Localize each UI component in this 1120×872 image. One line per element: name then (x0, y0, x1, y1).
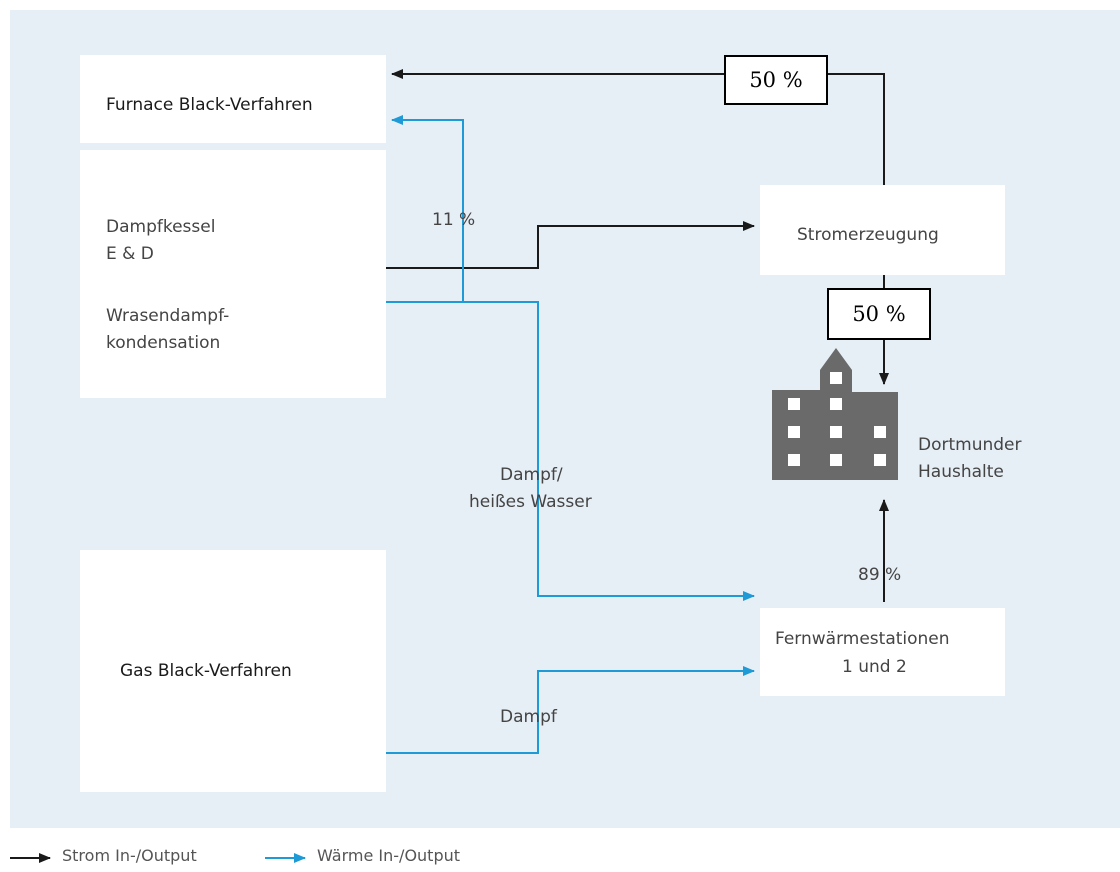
pct-11-label: 11 % (432, 210, 476, 230)
legend-strom-label: Strom In-/Output (62, 846, 197, 865)
fernwaerme-label-2: 1 und 2 (842, 657, 907, 677)
gas-dampf-to-fernwaerme-line (386, 666, 755, 754)
building-icon (772, 348, 898, 480)
haushalte-label-2: Haushalte (918, 462, 1004, 482)
gas-black-box (80, 550, 386, 792)
dampf-label: Dampf (500, 707, 557, 727)
wrasen-label-1: Wrasendampf- (106, 306, 230, 326)
pct-50-mid-box: 50 % (827, 288, 931, 340)
dampfkessel-label: Dampfkessel (106, 217, 216, 237)
legend-waerme-label: Wärme In-/Output (317, 846, 461, 865)
pct-50-top-box: 50 % (724, 55, 828, 105)
dampf-wasser-label-2: heißes Wasser (469, 492, 592, 512)
fernwaerme-box (760, 608, 1005, 696)
dampfkessel-ed-label: E & D (106, 244, 154, 264)
stromerzeugung-box (760, 185, 1005, 275)
fernwaerme-label-1: Fernwärmestationen (775, 629, 950, 649)
dampfkessel-box (80, 150, 386, 398)
dampf-wasser-label-1: Dampf/ (500, 465, 563, 485)
pct-89-label: 89 % (858, 565, 902, 585)
stromerzeugung-label: Stromerzeugung (797, 225, 939, 245)
gas-black-label: Gas Black-Verfahren (120, 661, 292, 681)
wrasen-label-2: kondensation (106, 333, 221, 353)
furnace-label: Furnace Black-Verfahren (106, 95, 313, 115)
waerme-to-fernwaerme-line (386, 301, 755, 601)
strom-to-furnace-line (391, 69, 885, 185)
furnace-box (80, 55, 386, 143)
haushalte-label-1: Dortmunder (918, 435, 1022, 455)
